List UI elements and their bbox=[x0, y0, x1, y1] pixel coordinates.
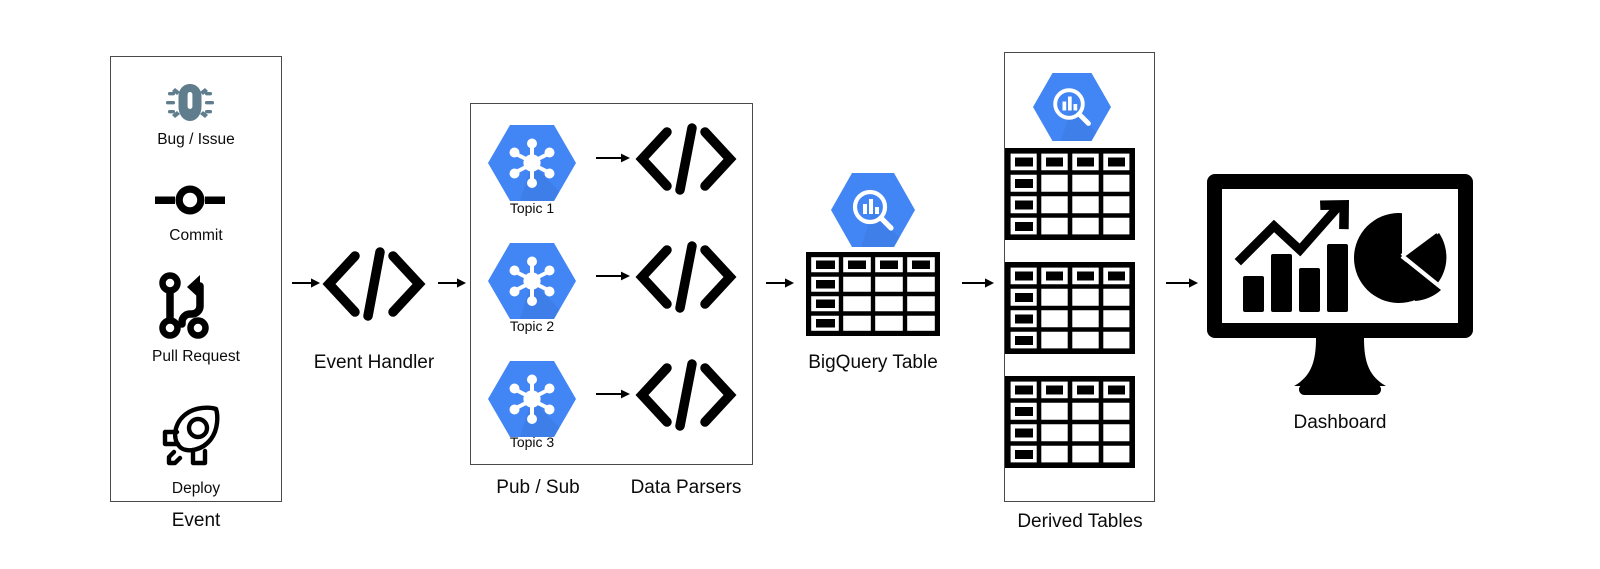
dashboard-caption: Dashboard bbox=[1293, 412, 1387, 433]
bigquery-table-grid-icon bbox=[805, 251, 941, 337]
pubsub-hexagon-icon-topic-3 bbox=[488, 360, 576, 438]
pubsub-topic-label-3: Topic 3 bbox=[509, 434, 555, 450]
derived-table-grid-icon-1 bbox=[1004, 147, 1136, 241]
arrow-parsers-to-bigquery bbox=[766, 275, 794, 291]
event-handler-caption: Event Handler bbox=[313, 352, 435, 373]
derived-tables-caption: Derived Tables bbox=[1017, 511, 1143, 532]
event-item-label-deploy: Deploy bbox=[171, 480, 221, 497]
pull-request-icon bbox=[159, 272, 222, 340]
event-handler-code-brackets-icon bbox=[322, 247, 426, 321]
arrow-topic2-to-parser2 bbox=[596, 269, 630, 283]
arrow-handler-to-pubsub bbox=[438, 275, 466, 291]
arrow-bigquery-to-derived bbox=[962, 275, 994, 291]
data-parsers-group-caption: Data Parsers bbox=[630, 477, 742, 498]
data-parser-code-brackets-icon-3 bbox=[635, 359, 737, 431]
event-item-label-pull-request: Pull Request bbox=[152, 348, 240, 365]
pubsub-hexagon-icon-topic-1 bbox=[488, 124, 576, 202]
pubsub-topic-label-1: Topic 1 bbox=[509, 200, 555, 216]
bigquery-table-caption: BigQuery Table bbox=[808, 352, 938, 373]
derived-table-grid-icon-3 bbox=[1004, 375, 1136, 469]
commit-icon bbox=[155, 180, 225, 220]
event-item-label-bug: Bug / Issue bbox=[157, 131, 235, 148]
data-parser-code-brackets-icon-2 bbox=[635, 241, 737, 313]
pubsub-group-caption: Pub / Sub bbox=[496, 477, 580, 498]
arrow-topic1-to-parser1 bbox=[596, 151, 630, 165]
arrow-derived-to-dashboard bbox=[1166, 275, 1198, 291]
event-group-caption: Event bbox=[171, 510, 221, 531]
derived-bigquery-hexagon-icon bbox=[1033, 72, 1111, 142]
monitor-charts-icon bbox=[1203, 170, 1477, 398]
bug-icon bbox=[162, 78, 218, 130]
derived-table-grid-icon-2 bbox=[1004, 261, 1136, 355]
pubsub-topic-label-2: Topic 2 bbox=[509, 318, 555, 334]
data-parser-code-brackets-icon-1 bbox=[635, 123, 737, 195]
arrow-event-to-handler bbox=[292, 275, 320, 291]
rocket-icon bbox=[156, 405, 228, 473]
event-item-label-commit: Commit bbox=[169, 227, 223, 244]
arrow-topic3-to-parser3 bbox=[596, 387, 630, 401]
bigquery-hexagon-icon bbox=[831, 172, 915, 248]
pubsub-hexagon-icon-topic-2 bbox=[488, 242, 576, 320]
